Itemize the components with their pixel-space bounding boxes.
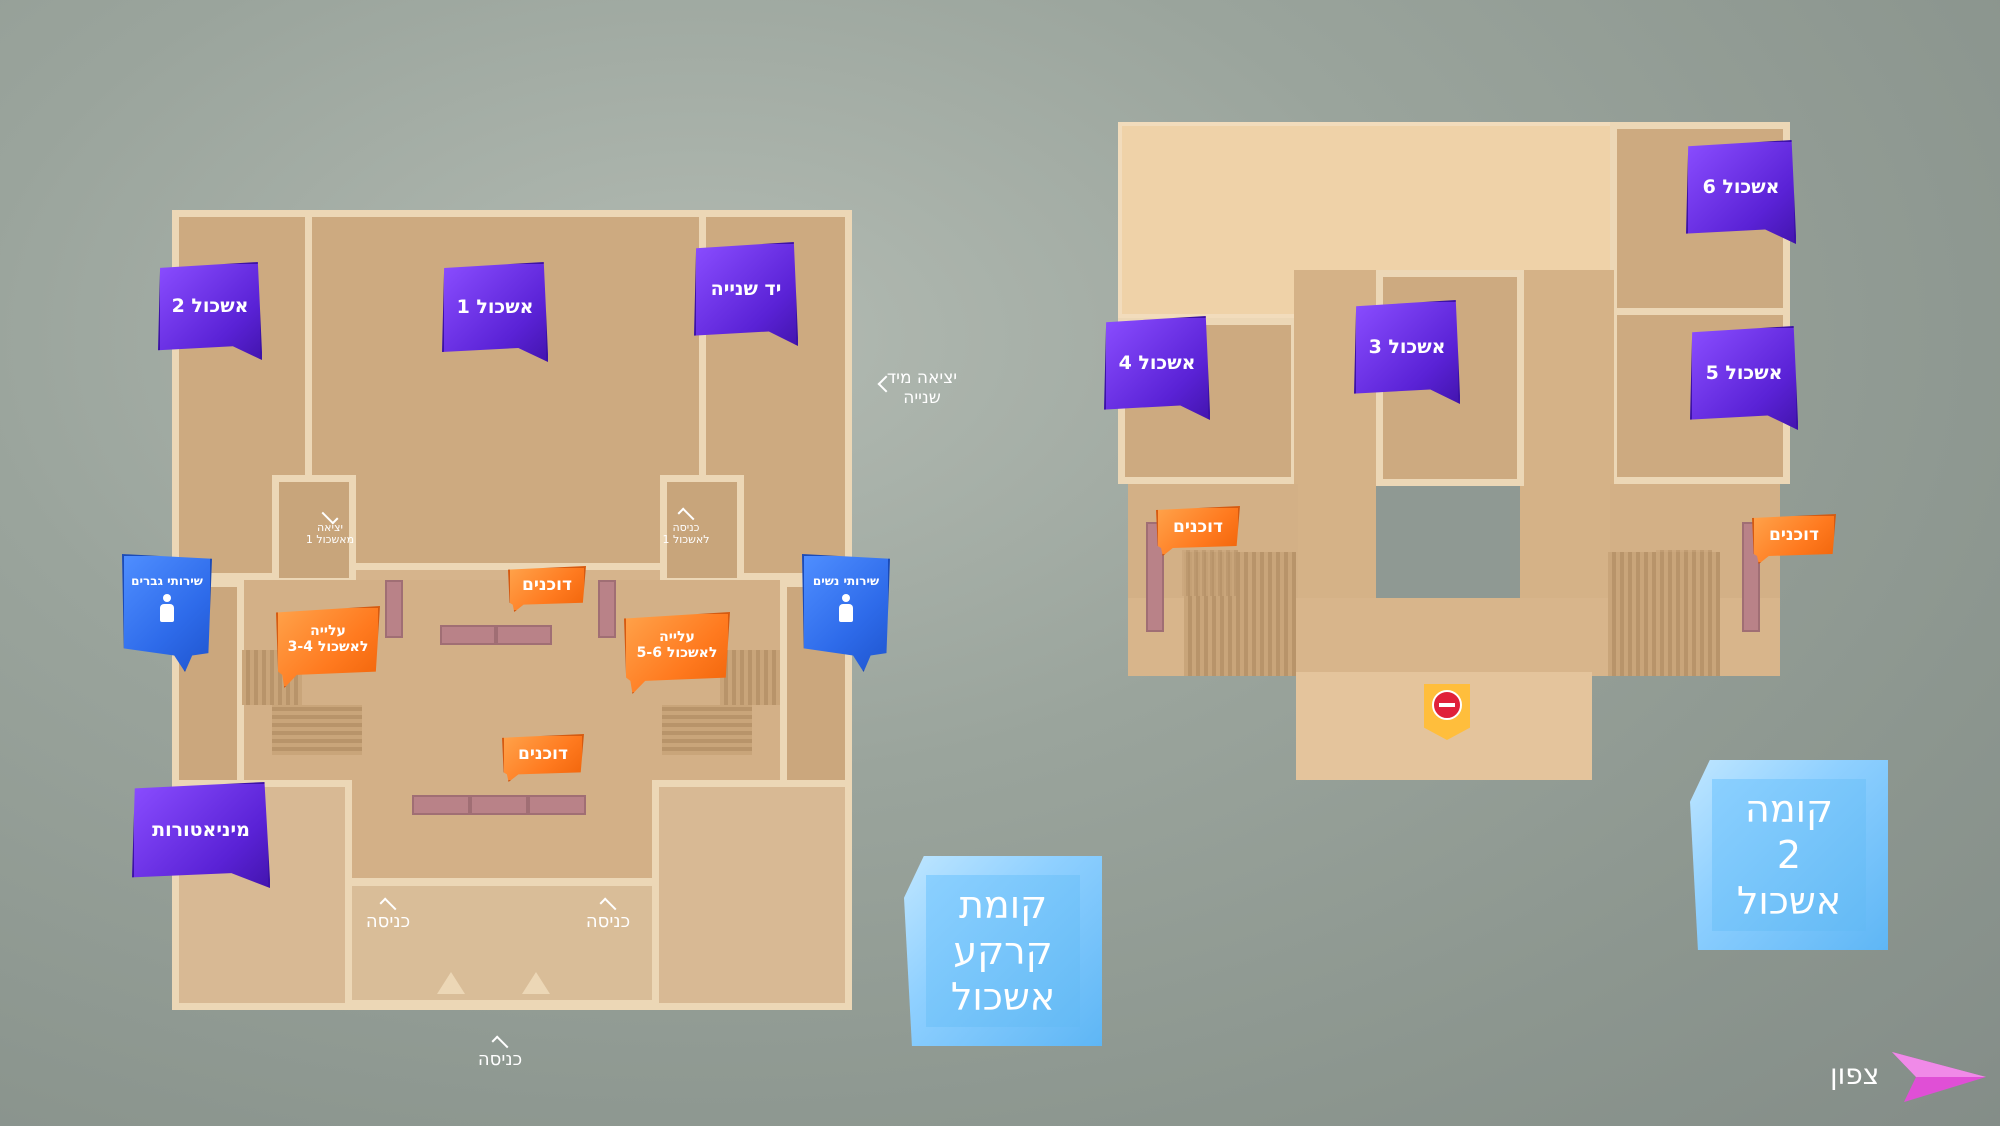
cluster-3-label: אשכול 3: [1368, 336, 1446, 358]
entrance-right-label: כניסה: [585, 911, 631, 932]
man-icon: [158, 594, 176, 622]
stands-upper-label: דוכנים: [521, 575, 572, 595]
bench: [528, 795, 586, 815]
ground-floor-label: קומת קרקע אשכול: [904, 856, 1102, 1046]
entrance-left-label: כניסה: [365, 911, 411, 932]
bench: [385, 580, 403, 638]
door-marker: [437, 972, 465, 994]
tag-cluster-1[interactable]: אשכול 1: [442, 262, 548, 362]
stands-right-label: דוכנים: [1768, 525, 1819, 545]
tag-cluster-5[interactable]: אשכול 5: [1690, 326, 1798, 430]
second-floor-label-panel: קומה 2 אשכול: [1711, 779, 1867, 931]
stands-lower-label: דוכנים: [517, 744, 568, 764]
ground-floor-label-panel: קומת קרקע אשכול: [925, 875, 1081, 1027]
north-indicator: צפון: [1830, 1050, 1990, 1104]
second-floor-label: קומה 2 אשכול: [1690, 760, 1888, 950]
ground-floor-title: קומת קרקע אשכול: [950, 883, 1056, 1019]
bench: [1146, 522, 1164, 632]
stairs-3-4-label: עלייה לאשכול 3-4: [287, 623, 369, 655]
bench: [496, 625, 552, 645]
stairs-right: [720, 650, 780, 705]
tag-cluster-6[interactable]: אשכול 6: [1686, 140, 1796, 244]
second-hand-label: יד שנייה: [710, 278, 782, 300]
ground-floor-plan: [172, 210, 852, 1010]
bench: [412, 795, 470, 815]
north-arrow-icon: [1892, 1052, 1986, 1102]
tag-cluster-4[interactable]: אשכול 4: [1104, 316, 1210, 420]
room-cluster-1[interactable]: [305, 210, 707, 570]
north-label: צפון: [1830, 1058, 1880, 1091]
cluster-5-label: אשכול 5: [1705, 362, 1783, 384]
entrance-lobby: [352, 882, 652, 1000]
room-bottom-right: [652, 780, 852, 1010]
entrance-right-marker[interactable]: כניסה: [576, 897, 640, 932]
entrance-main-marker[interactable]: כניסה: [468, 1035, 532, 1070]
cluster-6-label: אשכול 6: [1702, 176, 1780, 198]
tag-stands-right[interactable]: דוכנים: [1752, 514, 1836, 564]
tag-restroom-men[interactable]: שירותי גברים: [122, 554, 212, 672]
entry-cluster-1-marker[interactable]: כניסה לאשכול 1: [658, 507, 714, 546]
bench: [470, 795, 528, 815]
atrium-void: [1376, 486, 1520, 598]
stairs-left-top: [1182, 550, 1238, 596]
exit-cluster-1-label: יציאה מאשכול 1: [305, 521, 355, 546]
tag-second-hand[interactable]: יד שנייה: [694, 242, 798, 346]
door-marker: [522, 972, 550, 994]
entrance-left-marker[interactable]: כניסה: [356, 897, 420, 932]
restroom-men-label: שירותי גברים: [131, 574, 203, 588]
woman-icon: [837, 594, 855, 622]
bench: [440, 625, 496, 645]
cluster-4-label: אשכול 4: [1118, 352, 1196, 374]
restroom-women-label: שירותי נשים: [812, 574, 880, 588]
tag-cluster-2[interactable]: אשכול 2: [158, 262, 262, 360]
stairs-right-top: [1656, 550, 1712, 596]
second-floor-title: קומה 2 אשכול: [1736, 787, 1842, 923]
cluster-1-label: אשכול 1: [456, 296, 534, 318]
entrance-main-label: כניסה: [477, 1049, 523, 1070]
stairs-5-6-label: עלייה לאשכול 5-6: [636, 629, 718, 661]
entry-cluster-1-label: כניסה לאשכול 1: [662, 521, 710, 546]
exit-second-hand-marker[interactable]: יציאה מיד שנייה: [880, 368, 964, 408]
no-entry-icon: [1424, 684, 1470, 740]
stairs-right-landing: [662, 705, 752, 755]
vestibule-entry-cluster-1: [660, 475, 744, 585]
bench: [598, 580, 616, 638]
exit-second-hand-label: יציאה מיד שנייה: [886, 368, 958, 408]
exit-cluster-1-marker[interactable]: יציאה מאשכול 1: [302, 507, 358, 546]
stairs-left-landing: [272, 705, 362, 755]
cluster-2-label: אשכול 2: [171, 295, 249, 317]
stands-left-label: דוכנים: [1172, 517, 1223, 537]
tag-miniatures[interactable]: מיניאטורות: [132, 782, 270, 888]
no-entry-sign: [1432, 690, 1462, 720]
tag-cluster-3[interactable]: אשכול 3: [1354, 300, 1460, 404]
miniatures-label: מיניאטורות: [152, 819, 250, 841]
